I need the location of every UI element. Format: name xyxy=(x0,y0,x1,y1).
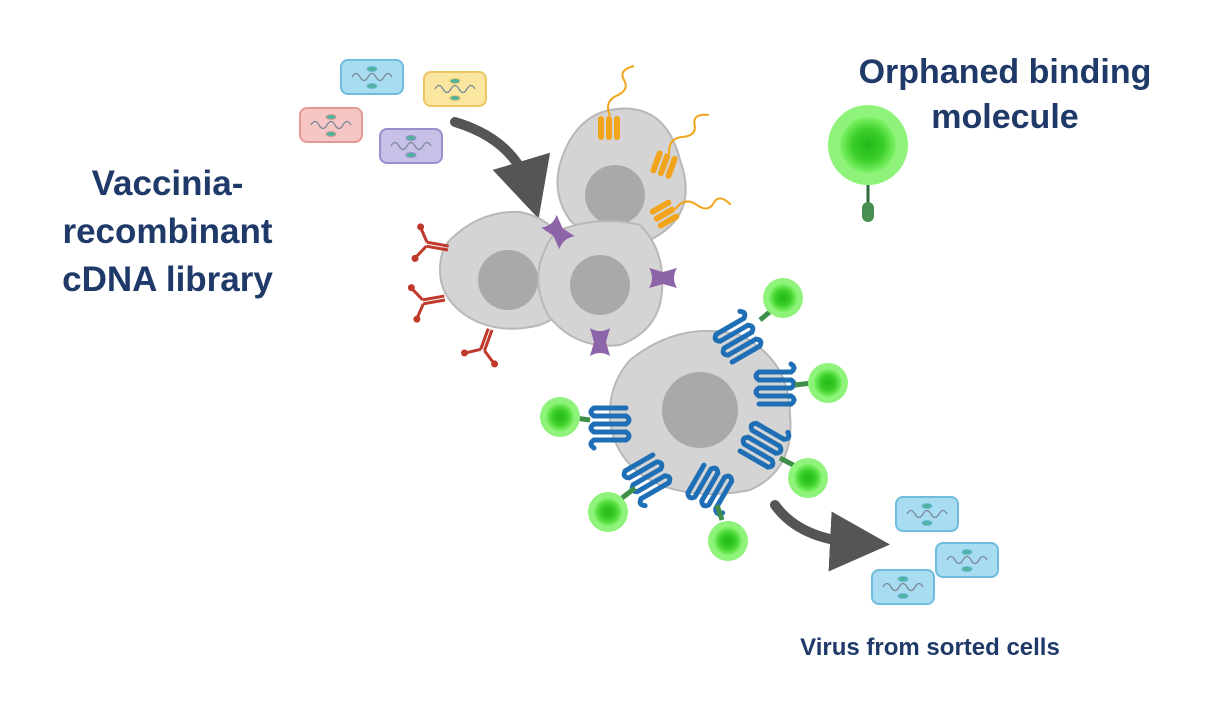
library-label-line1: Vaccinia- xyxy=(91,164,244,203)
library-label-line3: cDNA library xyxy=(62,260,273,299)
bound-ligand xyxy=(540,397,591,437)
virus-sorted xyxy=(895,496,959,532)
bound-ligand xyxy=(708,504,748,561)
virus-yellow-library xyxy=(423,71,487,107)
bound-ligand xyxy=(758,278,803,322)
bound-ligand xyxy=(778,455,828,498)
virus-blue-library xyxy=(340,59,404,95)
virus-sorted-label: Virus from sorted cells xyxy=(800,634,1060,661)
bound-ligand xyxy=(588,486,637,532)
library-label-line2: recombinant xyxy=(62,212,273,251)
bound-ligand xyxy=(794,363,848,403)
orphan-molecule-label: Orphaned binding molecule xyxy=(835,50,1175,140)
antibody xyxy=(458,321,510,370)
virus-purple-library xyxy=(379,128,443,164)
library-label: Vaccinia- recombinant cDNA library xyxy=(40,160,295,304)
orphan-label-line1: Orphaned binding xyxy=(858,53,1152,91)
virus-sorted xyxy=(871,569,935,605)
orphan-label-line2: molecule xyxy=(931,98,1079,136)
virus-pink-library xyxy=(299,107,363,143)
cell-left xyxy=(438,210,573,330)
virus-sorted xyxy=(935,542,999,578)
infection-arrow xyxy=(450,117,551,219)
cell-middle xyxy=(537,220,664,347)
orphan-binding-molecule xyxy=(828,105,908,222)
sort-arrow xyxy=(770,500,890,572)
